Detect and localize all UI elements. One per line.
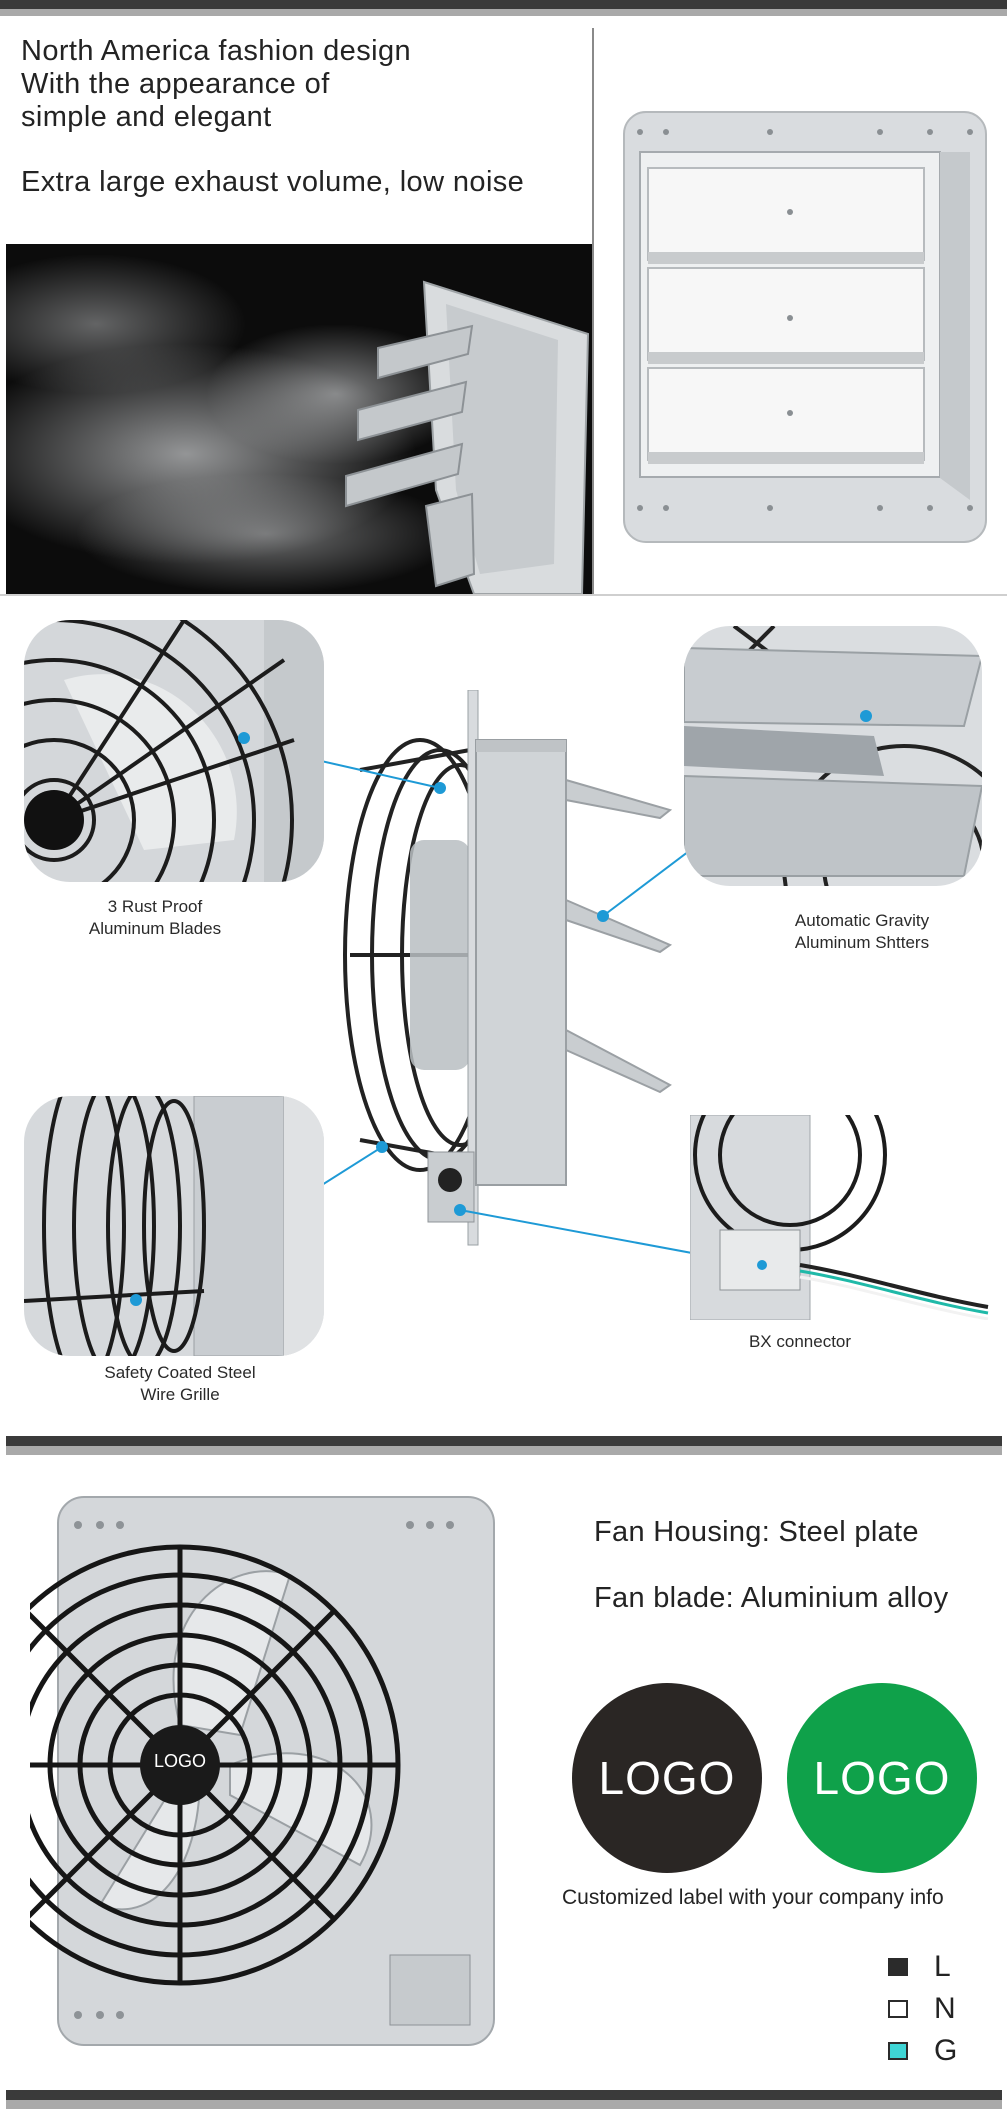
headline: North America fashion design With the ap… [21,35,411,134]
bx-connector-photo [690,1115,990,1320]
headline-line-1: North America fashion design [21,35,412,67]
bottom-stripe-dark [6,2090,1002,2100]
legend-row-l: L [888,1950,951,1984]
subheadline: Extra large exhaust volume, low noise [21,166,525,198]
headline-line-2: With the appearance of [21,68,330,100]
grille-caption: Safety Coated Steel Wire Grille [80,1362,280,1406]
shutters-caption-line-2: Aluminum Shtters [794,933,930,952]
top-stripe-light [0,9,1007,16]
top-stripe-dark [0,0,1007,9]
fan-front-photo: LOGO [30,1495,500,2055]
legend-row-n: N [888,1992,956,2026]
section1-bottom-rule [0,594,1007,596]
shutters-detail-photo [684,626,982,886]
bx-caption: BX connector [748,1332,852,1351]
legend-label-l: L [934,1950,951,1983]
shutters-caption-line-1: Automatic Gravity [794,911,930,930]
custom-label-caption: Customized label with your company info [562,1886,944,1909]
middle-stripe-dark [6,1436,1002,1446]
smoke-exhaust-photo [6,244,592,594]
legend-row-g: G [888,2034,957,2068]
blades-detail-photo [24,620,324,882]
legend-swatch-white [888,2000,908,2018]
blades-caption-line-1: 3 Rust Proof [107,897,203,916]
legend-label-n: N [934,1992,956,2025]
grille-detail-photo [24,1096,324,1356]
blades-caption: 3 Rust Proof Aluminum Blades [55,896,255,940]
logo-dark-circle: LOGO [572,1683,762,1873]
logo-green-circle: LOGO [787,1683,977,1873]
legend-label-g: G [934,2034,958,2067]
blades-caption-line-2: Aluminum Blades [88,919,222,938]
blade-spec: Fan blade: Aluminium alloy [594,1582,949,1614]
hub-logo-label: LOGO [153,1751,206,1771]
fan-side-view-photo [340,690,680,1250]
bottom-stripe-light [6,2100,1002,2109]
shutters-caption: Automatic Gravity Aluminum Shtters [752,910,972,954]
housing-spec: Fan Housing: Steel plate [594,1516,919,1548]
middle-stripe-light [6,1446,1002,1455]
legend-swatch-cyan [888,2042,908,2060]
legend-swatch-dark [888,1958,908,1976]
shutter-front-photo [620,108,990,548]
headline-line-3: simple and elegant [21,101,272,133]
section1-divider [592,28,594,594]
grille-caption-line-2: Wire Grille [140,1385,220,1404]
grille-caption-line-1: Safety Coated Steel [104,1363,256,1382]
